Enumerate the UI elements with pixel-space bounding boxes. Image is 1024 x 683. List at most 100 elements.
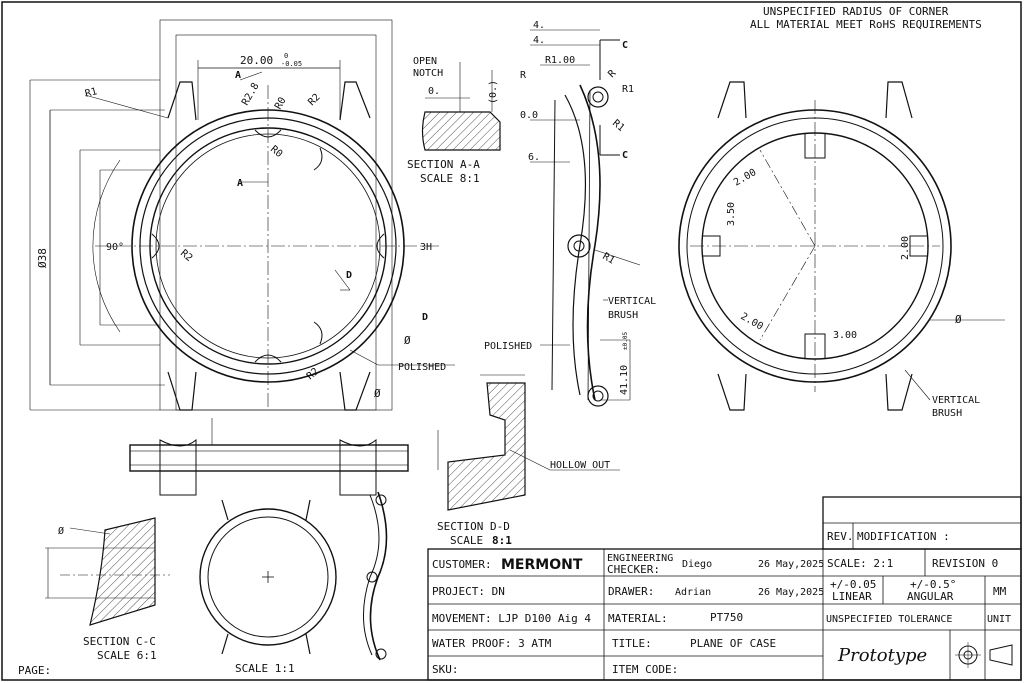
tb-drawer-label: DRAWER: [608,585,654,598]
section-aa-notch-1: OPEN [413,56,437,67]
tb-tol-ang-1: +/-0.5° [910,578,956,591]
side-c-top: C [622,40,628,51]
section-dd-scale-value: 8:1 [492,534,512,547]
back-view [678,81,1005,411]
section-aa-title: SECTION A-A [407,158,480,171]
tb-water: WATER PROOF: 3 ATM [432,637,552,650]
back-dim-350: 3.50 [726,202,737,226]
front-dim-dia: Ø38 [36,248,49,268]
side-view-labels: 4. 4. R1.00 R R R1 R1 R1 0.0 6. C C VERT… [484,20,656,395]
back-brush-1: VERTICAL [932,395,980,406]
side-view [530,29,641,407]
front-section-a-top: A [235,70,241,81]
section-aa-notch-2: NOTCH [413,68,443,79]
front-r-2: R2.8 [240,81,262,107]
side-r-a: R [520,70,527,81]
back-dim-200a: 2.00 [732,167,758,189]
tb-material-label: MATERIAL: [608,612,668,625]
tb-customer: MERMONT [501,557,583,573]
tb-project: PROJECT: DN [432,585,505,598]
front-r-6: R2 [178,248,194,264]
side-r1-b: R1 [610,118,626,134]
section-aa [421,62,501,151]
side-r1-c: R1 [601,251,617,267]
tb-eng-label-1: ENGINEERING [607,553,673,564]
side-dim-4a: 4. [533,20,545,31]
case-side-strip [129,418,409,496]
front-section-d-bottom: D [422,312,428,323]
title-block-text: REV. MODIFICATION : CUSTOMER: MERMONT EN… [432,530,1011,676]
tb-drawer: Adrian [675,587,711,598]
back-dim-200b: 2.00 [900,236,911,260]
section-cc-scale: SCALE 6:1 [97,649,157,662]
tb-material: PT750 [710,611,743,624]
side-dim-41-tol: ±0.05 [622,332,629,350]
section-cc [45,517,170,626]
section-dd-labels: HOLLOW OUT SECTION D-D SCALE 8:1 [437,460,610,547]
front-dim-width-tol-top: 0 [284,52,288,60]
tb-unit: UNIT [987,614,1011,625]
section-dd-hollow: HOLLOW OUT [550,460,610,471]
section-aa-dim-2: (0.) [488,80,499,104]
back-phi: Ø [955,313,962,326]
tb-tol-ang-2: ANGULAR [907,590,954,603]
side-r1-a: R1 [622,84,634,95]
projection-symbol-icon [955,642,1013,668]
title-block [427,496,1022,681]
page-label: PAGE: [18,664,51,677]
front-section-a-bottom: A [237,178,243,189]
front-r-5: R0 [268,144,284,160]
front-phi-2: Ø [374,387,381,400]
tb-checker: Diego [682,559,712,570]
tb-title: PLANE OF CASE [690,637,776,650]
tb-tol-linear-1: +/-0.05 [830,578,876,591]
section-dd-title: SECTION D-D [437,520,510,533]
tb-tol-linear-2: LINEAR [832,590,872,603]
tb-customer-label: CUSTOMER: [432,558,492,571]
tb-title-label: TITLE: [612,637,652,650]
tb-unit-mm: MM [993,585,1007,598]
scale-view-label: SCALE 1:1 [235,662,295,675]
section-dd [437,374,620,511]
tb-modification: MODIFICATION : [857,530,950,543]
side-r-b: R [606,67,619,80]
front-dim-width-tol-bottom: -0.05 [281,60,302,68]
section-aa-scale: SCALE 8:1 [420,172,480,185]
side-brush-2: BRUSH [608,310,638,321]
front-r-4: R2 [306,92,322,108]
front-polished: POLISHED [398,362,446,373]
tb-unspec-tol: UNSPECIFIED TOLERANCE [826,614,952,625]
back-brush-2: BRUSH [932,408,962,419]
front-section-d-top: D [346,270,352,281]
front-view [29,19,455,411]
section-cc-title: SECTION C-C [83,635,156,648]
front-r-1: R1 [84,86,98,100]
back-dim-300: 3.00 [833,330,857,341]
side-dim-6: 6. [528,152,540,163]
section-aa-dim-1: 0. [428,86,440,97]
tb-rev: REV. [827,530,854,543]
tb-checker-date: 26 May,2025 [758,559,824,570]
tb-movement: MOVEMENT: LJP D100 Aig 4 [432,612,591,625]
front-r-3: R0 [273,96,289,112]
side-c-bottom: C [622,150,628,161]
note-line-1: UNSPECIFIED RADIUS OF CORNER [763,5,949,18]
tb-item-code: ITEM CODE: [612,663,678,676]
tb-revision: REVISION 0 [932,557,998,570]
section-aa-labels: OPEN NOTCH 0. (0.) SECTION A-A SCALE 8:1 [407,56,499,185]
tb-prototype: Prototype [837,645,927,666]
tb-eng-label-2: CHECKER: [607,563,660,576]
tb-scale: SCALE: 2:1 [827,557,893,570]
side-r100: R1.00 [545,55,575,66]
section-cc-phi: Ø [58,525,64,537]
tb-sku: SKU: [432,663,459,676]
front-phi-1: Ø [404,334,411,347]
front-dim-width: 20.00 [240,54,273,67]
general-notes: UNSPECIFIED RADIUS OF CORNER ALL MATERIA… [750,5,982,31]
tb-drawer-date: 26 May,2025 [758,587,824,598]
scale-view [199,491,388,661]
front-angle: 90° [106,242,124,253]
side-brush-1: VERTICAL [608,296,656,307]
section-dd-scale-prefix: SCALE [450,534,483,547]
